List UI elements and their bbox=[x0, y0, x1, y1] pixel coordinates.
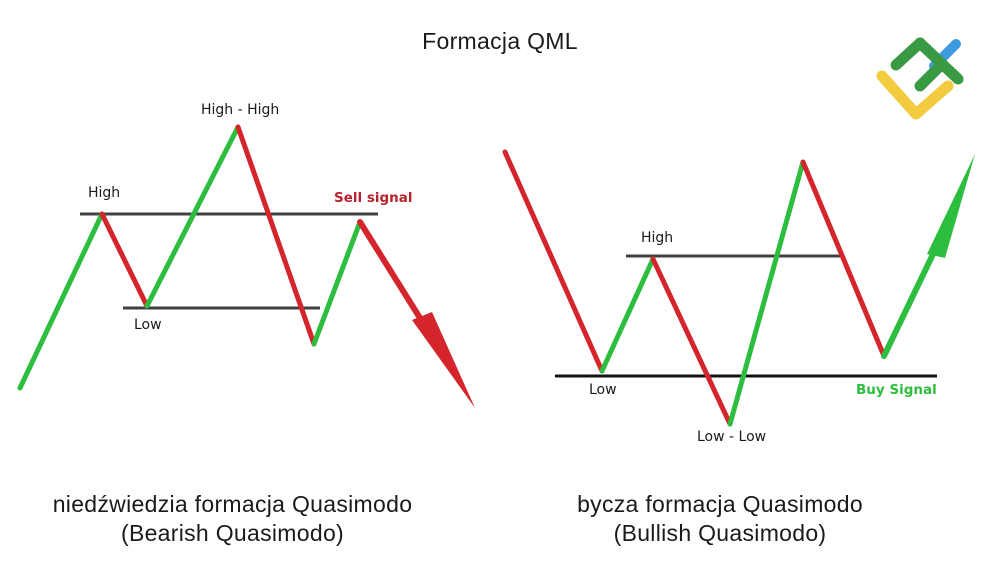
bearish-swing-up-3 bbox=[311, 219, 363, 347]
bullish-low-label: Low bbox=[589, 382, 617, 398]
bullish-swing-down-2 bbox=[650, 256, 733, 427]
bullish-caption-line2: (Bullish Quasimodo) bbox=[613, 520, 827, 546]
brand-logo-icon bbox=[876, 37, 964, 120]
sell-signal-label: Sell signal bbox=[334, 190, 413, 206]
bearish-caption-line1: niedźwiedzia formacja Quasimodo bbox=[52, 491, 413, 517]
bearish-caption-line2: (Bearish Quasimodo) bbox=[120, 520, 344, 546]
bearish-sell-arrow-shaft bbox=[357, 219, 423, 321]
bullish-buy-arrow-head-icon bbox=[927, 154, 975, 258]
bullish-low-low-label: Low - Low bbox=[697, 429, 766, 445]
bearish-sell-arrow-head-icon bbox=[412, 312, 475, 408]
bullish-caption: bycza formacja Quasimodo (Bullish Quasim… bbox=[490, 490, 950, 548]
bullish-high-label: High bbox=[641, 230, 673, 246]
bullish-swing-up-2 bbox=[727, 159, 806, 427]
bearish-swing-down-1 bbox=[99, 211, 150, 309]
bullish-swing-up-1 bbox=[599, 256, 656, 374]
bearish-swing-up-2 bbox=[144, 124, 241, 309]
bearish-low-label: Low bbox=[134, 317, 162, 333]
bullish-swing-down-3 bbox=[800, 159, 887, 359]
bullish-swing-down-1 bbox=[502, 149, 605, 374]
bullish-pattern: High Low Low - Low Buy Signal bbox=[502, 149, 975, 445]
bearish-pattern: High Low High - High Sell signal bbox=[17, 102, 475, 408]
bullish-buy-arrow-shaft bbox=[881, 247, 938, 359]
bearish-caption: niedźwiedzia formacja Quasimodo (Bearish… bbox=[0, 490, 465, 548]
bearish-high-high-label: High - High bbox=[201, 102, 279, 118]
diagram-title: Formacja QML bbox=[422, 28, 578, 54]
bearish-swing-up-1 bbox=[17, 211, 105, 391]
bearish-swing-down-2 bbox=[235, 124, 317, 347]
bearish-high-label: High bbox=[88, 185, 120, 201]
bullish-caption-line1: bycza formacja Quasimodo bbox=[577, 491, 863, 517]
buy-signal-label: Buy Signal bbox=[856, 382, 937, 398]
